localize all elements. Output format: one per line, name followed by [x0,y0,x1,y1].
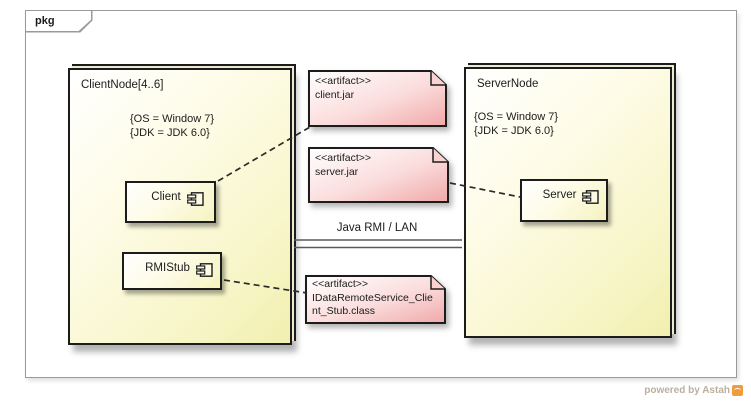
property-jdk: {JDK = JDK 6.0} [130,127,210,139]
artifact-text: <<artifact>> IDataRemoteService_Client_S… [312,278,434,319]
artifact-name: IDataRemoteService_Client_Stub.class [312,291,433,318]
artifact-name: client.jar [315,88,355,101]
component-icon [195,263,213,277]
component-server-name: Server [542,189,577,201]
note-shape [308,147,449,203]
artifact-text: <<artifact>> server.jar [315,152,442,179]
artifact-stereotype: <<artifact>> [315,75,372,87]
communication-path-label: Java RMI / LAN [336,222,418,234]
artifact-client-jar[interactable]: <<artifact>> client.jar [308,70,447,127]
node-servernode-properties: {OS = Window 7} {JDK = JDK 6.0} [474,110,558,138]
frame-label-tab: pkg [24,9,93,33]
property-os: {OS = Window 7} [130,113,215,125]
note-shape [305,275,446,324]
node-clientnode[interactable]: ClientNode[4..6] {OS = Window 7} {JDK = … [68,68,292,345]
component-rmistub-name: RMIStub [145,262,190,274]
component-icon [186,192,204,206]
component-server[interactable]: Server [520,179,608,222]
artifact-stereotype: <<artifact>> [312,278,369,290]
artifact-stereotype: <<artifact>> [315,152,372,164]
component-icon [582,190,600,204]
note-shape [308,70,447,127]
node-clientnode-title: ClientNode[4..6] [81,79,164,91]
node-servernode-title: ServerNode [477,78,539,90]
node-clientnode-properties: {OS = Window 7} {JDK = JDK 6.0} [130,112,214,140]
component-client-name: Client [151,191,181,203]
component-client[interactable]: Client [125,181,216,223]
property-jdk: {JDK = JDK 6.0} [474,125,554,137]
artifact-server-jar[interactable]: <<artifact>> server.jar [308,147,449,203]
astah-logo-icon [732,385,743,396]
frame-label: pkg [26,11,91,31]
artifact-name: server.jar [315,165,359,178]
property-os: {OS = Window 7} [474,111,559,123]
watermark: powered by Astah [644,385,743,396]
component-rmistub[interactable]: RMIStub [122,252,222,290]
artifact-text: <<artifact>> client.jar [315,75,440,102]
artifact-stub-class[interactable]: <<artifact>> IDataRemoteService_Client_S… [305,275,446,324]
watermark-text: powered by Astah [644,385,730,396]
